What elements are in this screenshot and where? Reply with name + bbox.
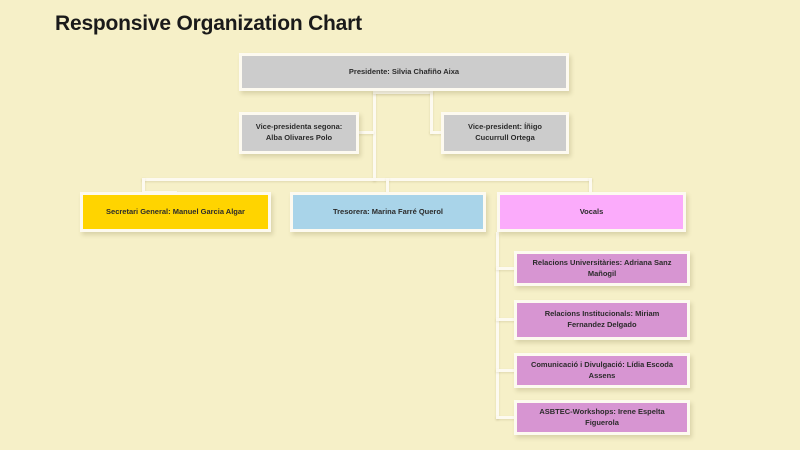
connector-vocals-drop [589,178,592,194]
connector-president-to-vice1-horizontal [373,91,433,94]
org-node-relacions-universitaries[interactable]: Relacions Universitàries: Adriana Sanz M… [514,251,690,286]
connector-vocal-0-stub [496,267,517,270]
org-node-asbtec-workshops[interactable]: ASBTEC-Workshops: Irene Espelta Figuerol… [514,400,690,435]
connector-vocal-2-stub [496,369,517,372]
connector-treasurer-drop [386,178,389,194]
page-title: Responsive Organization Chart [55,12,362,35]
org-node-president[interactable]: Presidente: Silvia Chafiño Aixa [239,53,569,91]
connector-vocal-3-stub [496,416,517,419]
connector-vice1-stub [430,131,443,134]
org-node-secretari-general[interactable]: Secretari General: Manuel Garcia Algar [80,192,271,232]
org-node-vocals[interactable]: Vocals [497,192,686,232]
connector-level2-bus [142,178,592,181]
org-node-relacions-institucionals[interactable]: Relacions Institucionals: Miriam Fernand… [514,300,690,340]
connector-vice1-drop [430,91,433,133]
org-node-tresorera[interactable]: Tresorera: Marina Farré Querol [290,192,486,232]
org-node-vice-presidenta-segona[interactable]: Vice-presidenta segona: Alba Olivares Po… [239,112,359,154]
connector-president-trunk [373,91,376,181]
connector-vocal-1-stub [496,318,517,321]
connector-secretary-drop [142,178,145,194]
connector-vice2-stub [357,131,374,134]
org-node-comunicacio-i-divulgacio[interactable]: Comunicació i Divulgació: Lídia Escoda A… [514,353,690,388]
org-node-vice-president[interactable]: Vice-president: Íñigo Cucurrull Ortega [441,112,569,154]
connector-vocals-spine [496,232,499,419]
